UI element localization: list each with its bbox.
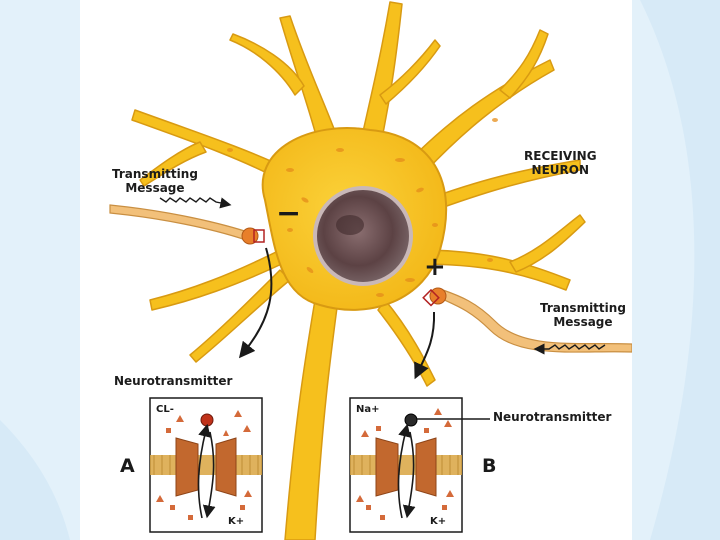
panel-a bbox=[149, 397, 263, 533]
axon-transmitting-left bbox=[109, 204, 249, 241]
label-transmitting-message-right: Transmitting Message bbox=[540, 301, 626, 329]
dendrites bbox=[131, 1, 586, 540]
organelles bbox=[227, 118, 498, 297]
label-transmitting-message-top: Transmitting Message bbox=[112, 167, 198, 195]
message-arrow-right bbox=[533, 343, 606, 355]
nucleus bbox=[313, 186, 413, 286]
panel-b-letter: B bbox=[482, 455, 497, 477]
inhibitory-sign: − bbox=[276, 196, 302, 231]
arrow-to-panel-b bbox=[414, 311, 436, 380]
panel-a-ion-top: CL- bbox=[156, 404, 174, 415]
label-neurotransmitter-left: Neurotransmitter bbox=[114, 374, 233, 388]
synapse-marker-left bbox=[253, 229, 265, 243]
label-neurotransmitter-right: Neurotransmitter bbox=[493, 410, 612, 424]
neurotransmitter-dot-a bbox=[200, 413, 214, 427]
label-receiving-neuron: RECEIVING NEURON bbox=[524, 149, 597, 177]
excitatory-sign: + bbox=[424, 252, 446, 282]
panel-a-ion-bottom: K+ bbox=[228, 516, 245, 527]
neurotransmitter-dot-b bbox=[404, 413, 418, 427]
panel-b-ion-top: Na+ bbox=[356, 404, 380, 415]
arrow-to-panel-a bbox=[238, 247, 273, 359]
neuron-diagram: Transmitting Message RECEIVING NEURON Tr… bbox=[80, 0, 632, 540]
neuron-illustration bbox=[109, 1, 632, 540]
message-arrow-left bbox=[159, 197, 232, 209]
panel-a-letter: A bbox=[120, 455, 135, 477]
synapse-marker-right bbox=[422, 288, 440, 307]
panel-b bbox=[349, 397, 490, 533]
panel-b-ion-bottom: K+ bbox=[430, 516, 447, 527]
